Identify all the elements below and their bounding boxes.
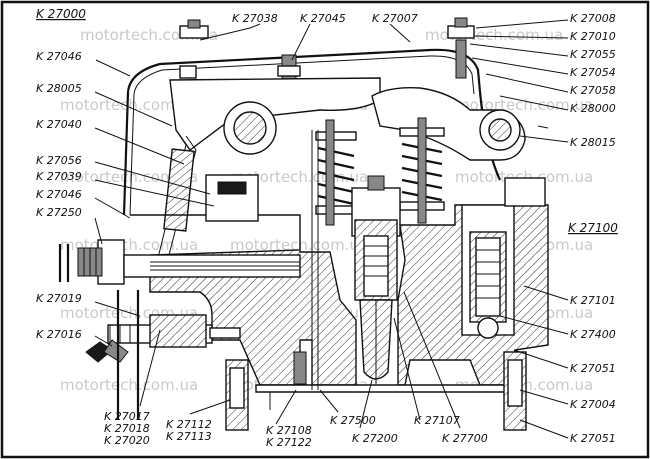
part-label: K 27200 (352, 432, 398, 445)
watermark-text: motortech.com.ua (60, 96, 198, 114)
diagram-header: K 27000 (36, 7, 86, 21)
part-label: K 27700 (442, 432, 488, 445)
part-label: K 27020 (104, 434, 150, 447)
pushrod (149, 129, 187, 291)
part-label: K 27039 (36, 170, 82, 183)
part-label: K 27038 (232, 12, 278, 25)
part-label: K 27250 (36, 206, 82, 219)
part-label: K 27500 (330, 414, 376, 427)
part-label: K 27007 (372, 12, 418, 25)
part-label: K 27040 (36, 118, 82, 131)
cover-left-wall (122, 91, 130, 216)
watermark-text: motortech.com.ua (230, 236, 368, 254)
part-label: K 28005 (36, 82, 82, 95)
part-label: K 27051 (570, 432, 616, 445)
part-label: K 27113 (166, 430, 212, 443)
watermark-text: motortech.com.ua (425, 26, 563, 44)
engine-drawing (58, 17, 549, 431)
part-label: K 27051 (570, 362, 616, 375)
part-label: K 28000 (570, 102, 616, 115)
part-label: K 27004 (570, 398, 616, 411)
section-header: K 27100 (568, 221, 618, 235)
watermark-text: motortech.com.ua (60, 376, 198, 394)
leader-lines (94, 19, 569, 439)
cover-cap-right (447, 25, 475, 39)
rocker-shaft-left (233, 111, 267, 145)
part-label: K 27058 (570, 84, 616, 97)
part-label: K 27055 (570, 48, 616, 61)
part-label: K 27018 (104, 422, 150, 435)
part-label: K 27010 (570, 30, 616, 43)
part-label: K 27054 (570, 66, 616, 79)
part-label: K 28015 (570, 136, 616, 149)
watermark-text: motortech.com.ua (455, 168, 593, 186)
rocker-shaft-right (488, 118, 512, 142)
part-label: K 27008 (570, 12, 616, 25)
part-label: K 27108 (266, 424, 312, 437)
part-label: K 27016 (36, 328, 82, 341)
part-label: K 27101 (570, 294, 616, 307)
part-labels: K 27000 K 27100 K 27038 K 27045 K 27007 … (36, 7, 618, 449)
valve-cover (126, 48, 482, 93)
part-label: K 27046 (36, 188, 82, 201)
part-label: K 27017 (104, 410, 150, 423)
part-label: K 27400 (570, 328, 616, 341)
part-label: K 27019 (36, 292, 82, 305)
part-label: K 27107 (414, 414, 460, 427)
part-label: K 27045 (300, 12, 346, 25)
part-label: K 27122 (266, 436, 312, 449)
part-label: K 27046 (36, 50, 82, 63)
part-label: K 27112 (166, 418, 212, 431)
valve-cover-inner (133, 55, 475, 95)
part-label: K 27056 (36, 154, 82, 167)
